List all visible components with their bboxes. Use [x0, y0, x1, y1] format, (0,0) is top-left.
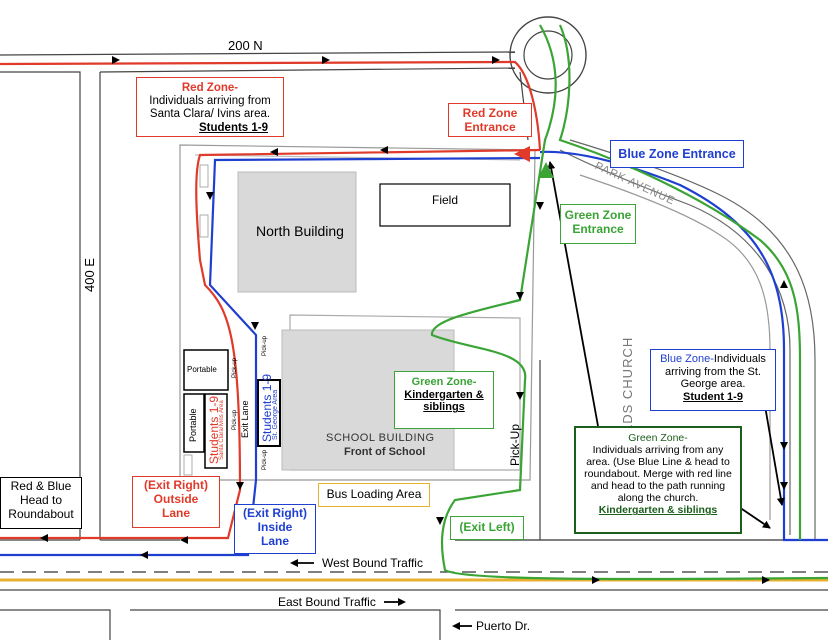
- green-zone-kinder-emph1: Kindergarten &: [404, 388, 484, 401]
- red-exit-line2: Outside: [153, 491, 199, 506]
- blue-zone-emph: Student 1-9: [683, 390, 743, 403]
- blue-zone-entrance-label: Blue Zone Entrance: [618, 147, 736, 161]
- pick-up-small-4: Pick-up: [262, 449, 268, 470]
- street-400e: 400 E: [82, 258, 97, 292]
- portable-1: [183, 349, 229, 391]
- green-zone-detail-box: Green Zone- Individuals arriving from an…: [574, 426, 742, 534]
- green-zone-detail-title: Green Zone-: [628, 432, 688, 444]
- blue-students-sign: [257, 379, 281, 447]
- red-zone-text: Individuals arriving from Santa Clara/ I…: [149, 95, 271, 121]
- exit-lane-label: Exit Lane: [240, 400, 250, 438]
- roundabout-line1: Red & Blue: [10, 479, 72, 493]
- red-zone-emph: Students 1-9: [199, 122, 269, 134]
- church-label: LDS CHURCH: [620, 336, 635, 432]
- red-exit-right-box: (Exit Right) Outside Lane: [132, 476, 220, 528]
- red-zone-entrance-line2: Entrance: [464, 119, 516, 134]
- red-students-sign-area: Santa Clara/Ivins Area: [219, 400, 225, 460]
- front-of-school-label: Front of School: [344, 446, 426, 458]
- blue-students-sign-area: St. George Area: [272, 389, 279, 440]
- blue-exit-line3: Lane: [260, 533, 289, 548]
- traffic-arrows: [290, 559, 472, 630]
- blue-zone-text: Individuals arriving from the St. George…: [665, 353, 766, 391]
- pick-up-small-3: Pick-up: [232, 409, 238, 430]
- bus-loading-label: Bus Loading Area: [326, 487, 422, 501]
- pick-up-small-2: Pick-up: [232, 357, 238, 378]
- east-bound-traffic: East Bound Traffic: [278, 595, 376, 609]
- green-zone-kinder-title: Green Zone-: [411, 376, 477, 388]
- blue-zone-desc: Blue Zone-Individuals arriving from the …: [651, 353, 775, 391]
- green-zone-entrance-line1: Green Zone: [564, 208, 632, 222]
- portable-2: [183, 393, 205, 453]
- blue-route: [0, 150, 828, 557]
- blue-exit-right-box: (Exit Right) Inside Lane: [234, 504, 316, 554]
- field-box: [379, 183, 511, 227]
- green-zone-entrance-box: Green Zone Entrance: [560, 204, 636, 244]
- red-route: [0, 60, 542, 540]
- blue-exit-line1: (Exit Right): [243, 506, 307, 520]
- blue-exit-line2: Inside: [257, 519, 293, 534]
- red-exit-line1: (Exit Right): [144, 478, 208, 492]
- blue-zone-info-box: Blue Zone-Individuals arriving from the …: [650, 349, 776, 411]
- green-exit-left-box: (Exit Left): [450, 516, 524, 540]
- red-zone-entrance-line1: Red Zone: [462, 106, 518, 120]
- blue-zone-title: Blue Zone-: [660, 353, 714, 365]
- red-zone-info-box: Red Zone- Individuals arriving from Sant…: [136, 77, 284, 137]
- red-entrance-marker: [514, 146, 530, 162]
- red-zone-entrance-box: Red Zone Entrance: [448, 103, 532, 137]
- roundabout-line3: Roundabout: [8, 506, 74, 521]
- bus-loading-box: Bus Loading Area: [318, 483, 430, 507]
- portable-1-label: Portable: [187, 365, 217, 374]
- puerto-dr: Puerto Dr.: [476, 619, 531, 633]
- red-exit-line3: Lane: [161, 505, 190, 520]
- pick-up-small-1: Pick-up: [262, 335, 268, 356]
- school-building-label: SCHOOL BUILDING: [326, 432, 435, 444]
- portable-2-label: Portable: [188, 408, 198, 442]
- blue-zone-entrance-box: Blue Zone Entrance: [610, 140, 744, 168]
- route-arrowheads: [40, 56, 788, 584]
- green-zone-kinder-emph2: siblings: [423, 401, 465, 414]
- north-building: [237, 171, 357, 293]
- green-exit-left-label: (Exit Left): [459, 520, 515, 534]
- field-label: Field: [432, 193, 459, 207]
- roundabout-note-box: Red & Blue Head to Roundabout: [0, 477, 82, 529]
- red-students-sign: [204, 393, 228, 469]
- street-200n: 200 N: [228, 38, 263, 53]
- parking-stalls: [183, 164, 209, 476]
- green-zone-detail-text: Individuals arriving from any area. (Use…: [584, 444, 732, 505]
- roundabout-line2: Head to: [19, 492, 63, 507]
- green-route: [430, 24, 828, 581]
- red-zone-title: Red Zone-: [181, 82, 239, 94]
- north-building-label: North Building: [256, 223, 344, 239]
- pick-up-main-label: Pick-Up: [508, 423, 522, 466]
- green-zone-kinder-box: Green Zone- Kindergarten & siblings: [394, 371, 494, 429]
- green-zone-entrance-line2: Entrance: [572, 221, 624, 236]
- green-entrance-marker: [538, 162, 554, 178]
- roundabout: [509, 16, 587, 94]
- green-zone-detail-emph: Kindergarten & siblings: [598, 504, 718, 517]
- west-bound-traffic: West Bound Traffic: [322, 556, 423, 570]
